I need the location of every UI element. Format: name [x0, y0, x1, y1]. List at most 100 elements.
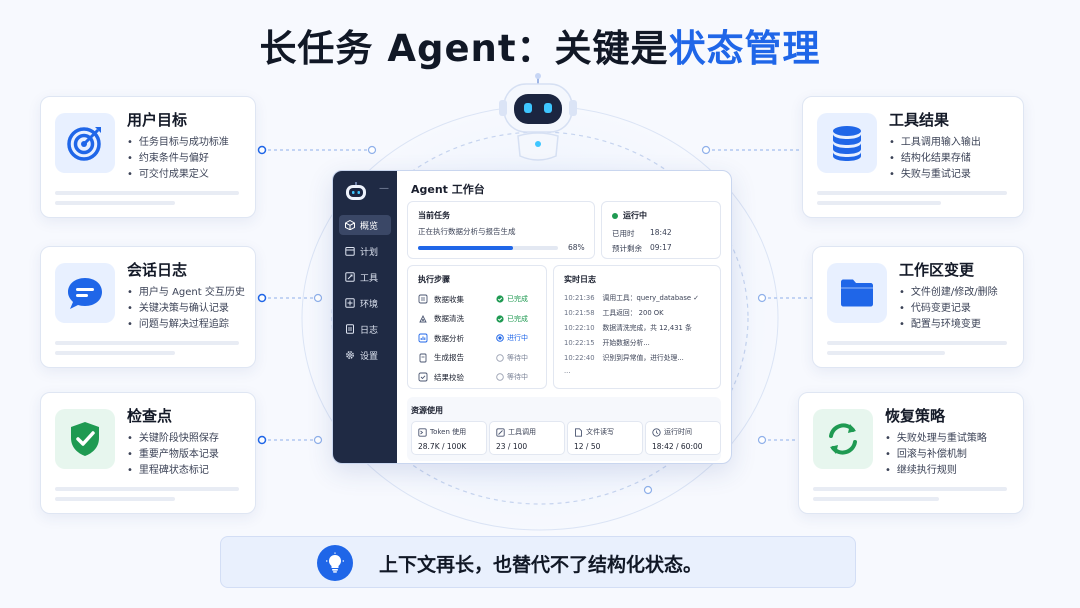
target-icon — [55, 113, 115, 173]
database-icon — [418, 294, 428, 304]
card-recovery: 恢复策略 失败处理与重试策略 回滚与补偿机制 继续执行规则 — [798, 392, 1024, 514]
card-session-log: 会话日志 用户与 Agent 交互历史 关键决策与确认记录 问题与解决过程追踪 — [40, 246, 256, 368]
sidebar-item-tools[interactable]: 工具 — [339, 267, 391, 287]
step-name: 生成报告 — [434, 353, 464, 362]
list-item: 回滚与补偿机制 — [885, 447, 987, 463]
list-item: 继续执行规则 — [885, 463, 987, 479]
sidebar-item-label: 概览 — [360, 221, 379, 232]
cube-icon — [345, 220, 355, 230]
card-items: 任务目标与成功标准 约束条件与偏好 可交付成果定义 — [127, 135, 229, 183]
card-title: 恢复策略 — [885, 407, 946, 425]
robot-mascot — [499, 73, 577, 161]
card-items: 失败处理与重试策略 回滚与补偿机制 继续执行规则 — [885, 431, 987, 479]
list-item: 用户与 Agent 交互历史 — [127, 285, 245, 301]
placeholder-bar — [813, 487, 1007, 491]
card-title: 会话日志 — [127, 261, 188, 279]
database-icon — [817, 113, 877, 173]
placeholder-bar — [55, 201, 175, 205]
current-task-label: 当前任务 — [418, 211, 450, 220]
sidebar-item-label: 设置 — [360, 351, 379, 362]
placeholder-bar — [55, 351, 175, 355]
resource-label: 资源使用 — [411, 406, 443, 415]
remaining-value: 09:17 — [650, 243, 672, 252]
resource-value: 12 / 50 — [574, 442, 601, 451]
step-status: 已完成 — [496, 294, 528, 304]
sidebar-item-logs[interactable]: 日志 — [339, 319, 391, 339]
document-icon — [346, 324, 354, 334]
list-item: 约束条件与偏好 — [127, 151, 229, 167]
log-text: 工具返回： 200 OK — [602, 309, 664, 317]
sidebar-item-plan[interactable]: 计划 — [339, 241, 391, 261]
step-name: 数据分析 — [434, 333, 464, 343]
placeholder-bar — [813, 497, 939, 501]
list-item: 失败与重试记录 — [889, 167, 981, 183]
placeholder-bar — [55, 497, 175, 501]
check-doc-icon — [418, 372, 428, 382]
step-row: 数据清洗已完成 — [418, 312, 542, 326]
sidebar-item-overview[interactable]: 概览 — [339, 215, 391, 235]
card-title: 检查点 — [127, 407, 173, 425]
step-status: 等待中 — [496, 353, 528, 363]
resource-name: Token 使用 — [418, 427, 466, 437]
placeholder-bar — [55, 341, 239, 345]
card-items: 关键阶段快照保存 重要产物版本记录 里程碑状态标记 — [127, 431, 219, 479]
log-label: 实时日志 — [564, 275, 596, 284]
calendar-icon — [345, 247, 355, 256]
log-text: 调用工具：query_database ✓ — [602, 294, 699, 302]
panel-sidebar: — 概览 计划 工具 环境 日志 设置 — [333, 171, 397, 463]
current-task-desc: 正在执行数据分析与报告生成 — [418, 227, 516, 236]
bar-chart-icon — [418, 333, 428, 343]
step-name: 数据收集 — [434, 294, 464, 304]
list-item: 里程碑状态标记 — [127, 463, 219, 479]
card-tool-results: 工具结果 工具调用输入输出 结构化结果存储 失败与重试记录 — [802, 96, 1024, 218]
takeaway-banner: 上下文再长，也替代不了结构化状态。 — [220, 536, 856, 588]
resource-value: 23 / 100 — [496, 442, 528, 451]
run-status-box: 运行中 已用时 18:42 预计剩余 09:17 — [601, 201, 721, 259]
log-text: 开始数据分析... — [602, 339, 650, 347]
list-item: 失败处理与重试策略 — [885, 431, 987, 447]
placeholder-bar — [55, 487, 239, 491]
card-title: 用户目标 — [127, 111, 188, 129]
log-time: 10:22:15 — [564, 339, 595, 347]
execution-steps-box: 执行步骤 数据收集已完成数据清洗已完成数据分析进行中生成报告等待中结果校验等待中 — [407, 265, 547, 389]
log-row: ... — [564, 367, 578, 375]
takeaway-text: 上下文再长，也替代不了结构化状态。 — [379, 554, 703, 576]
task-progress-text: 68% — [568, 243, 585, 252]
placeholder-bar — [55, 191, 239, 195]
step-row: 数据分析进行中 — [418, 331, 542, 345]
tool-icon — [345, 272, 355, 282]
clock-icon — [652, 427, 661, 437]
robot-logo-icon — [346, 182, 366, 200]
refresh-cycle-icon — [813, 409, 873, 469]
log-row: 10:22:15 开始数据分析... — [564, 337, 650, 347]
card-title: 工具结果 — [889, 111, 950, 129]
panel-title: Agent 工作台 — [411, 183, 485, 196]
card-title: 工作区变更 — [899, 261, 975, 279]
box-icon — [345, 298, 355, 308]
placeholder-bar — [817, 201, 941, 205]
elapsed-value: 18:42 — [650, 228, 672, 237]
sidebar-item-label: 计划 — [360, 247, 379, 258]
step-row: 生成报告 等待中 — [418, 351, 542, 365]
collapse-icon[interactable]: — — [379, 183, 389, 194]
log-time: 10:22:40 — [564, 354, 595, 362]
lightbulb-icon — [317, 545, 353, 581]
step-status: 等待中 — [496, 372, 528, 382]
step-row: 数据收集 已完成 — [418, 292, 542, 306]
sidebar-item-environment[interactable]: 环境 — [339, 293, 391, 313]
resource-name: 工具调用 — [496, 427, 536, 437]
resource-name: 运行时间 — [652, 427, 692, 437]
steps-label: 执行步骤 — [418, 275, 450, 284]
clean-icon — [419, 314, 427, 322]
placeholder-bar — [817, 191, 1007, 195]
gear-icon — [346, 351, 354, 359]
log-time: ... — [564, 367, 571, 375]
agent-workbench-panel: — 概览 计划 工具 环境 日志 设置 Agent 工作台 当前任务 正在执行数 — [332, 170, 732, 464]
sidebar-item-label: 日志 — [360, 325, 379, 336]
sidebar-item-settings[interactable]: 设置 — [339, 345, 391, 365]
